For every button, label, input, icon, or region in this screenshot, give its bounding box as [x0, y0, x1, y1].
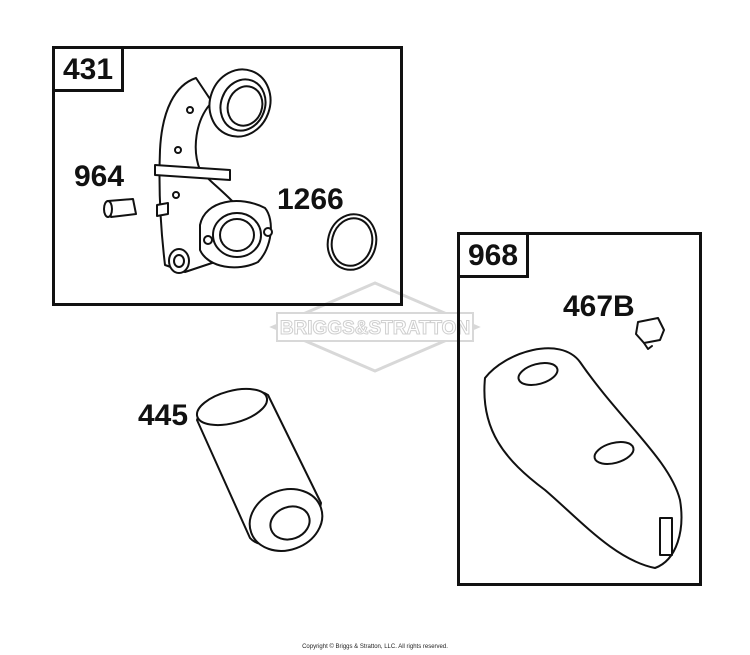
group-label-968: 968	[457, 232, 530, 278]
cover-part-968	[483, 347, 683, 569]
sleeve-part-964	[103, 198, 137, 218]
group-label-431: 431	[52, 46, 125, 92]
svg-text:BRIGGS&STRATTON: BRIGGS&STRATTON	[280, 318, 470, 339]
air-filter-part-445	[195, 387, 324, 552]
copyright-notice: Copyright © Briggs & Stratton, LLC. All …	[302, 644, 448, 650]
group-frame-968: 968	[457, 232, 702, 586]
clip-part-467b	[635, 317, 665, 350]
callout-964: 964	[74, 160, 125, 193]
callout-467b: 467B	[563, 290, 635, 323]
callout-1266: 1266	[277, 183, 344, 216]
intake-elbow-part	[154, 68, 273, 274]
group-frame-431: 431	[52, 46, 403, 306]
o-ring-part-1266	[326, 213, 378, 271]
callout-445: 445	[138, 399, 189, 432]
